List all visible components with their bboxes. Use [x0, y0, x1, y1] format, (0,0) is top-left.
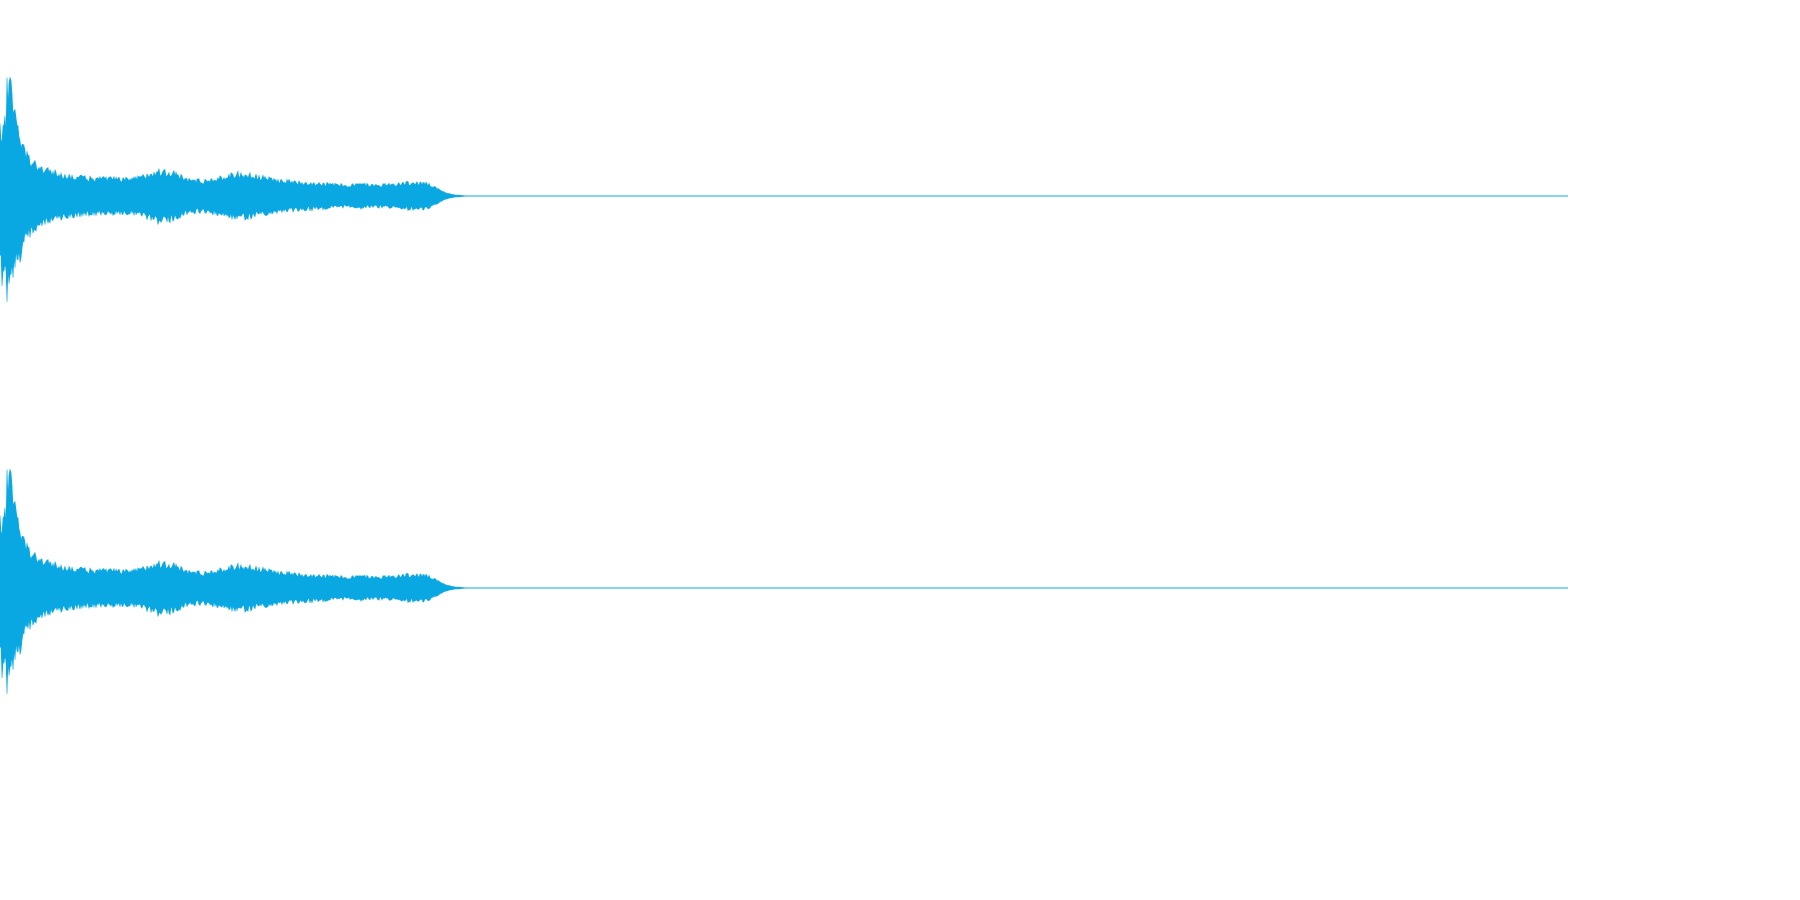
audio-waveform-view	[0, 76, 1568, 694]
waveform-left-shape	[0, 76, 465, 302]
waveform-channel-left	[0, 76, 1568, 302]
waveform-right-shape	[0, 468, 465, 694]
waveform-channel-right	[0, 468, 1568, 694]
